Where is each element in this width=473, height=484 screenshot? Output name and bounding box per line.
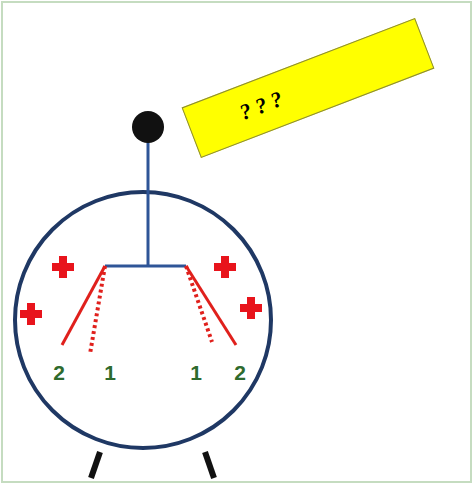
callout-number: 1	[190, 362, 202, 383]
callout-number: 1	[104, 362, 116, 383]
charged-rod: ? ? ?	[182, 18, 435, 158]
leg	[205, 452, 214, 478]
jar-outline	[15, 192, 271, 448]
plus-charges	[20, 256, 262, 325]
callout-number: 2	[234, 362, 246, 383]
metal-knob	[132, 111, 164, 143]
plus-sign	[214, 256, 236, 278]
rod-label: ? ? ?	[236, 86, 286, 126]
metal-rod	[147, 140, 150, 266]
plus-sign	[52, 256, 74, 278]
leaf-position-2	[62, 266, 105, 345]
plus-sign	[20, 303, 42, 325]
leg	[91, 452, 100, 478]
crossbar	[105, 265, 186, 268]
plus-sign	[240, 297, 262, 319]
leaf-position-1	[186, 266, 212, 342]
callout-number: 2	[53, 362, 65, 383]
leaf-position-1	[90, 266, 105, 354]
